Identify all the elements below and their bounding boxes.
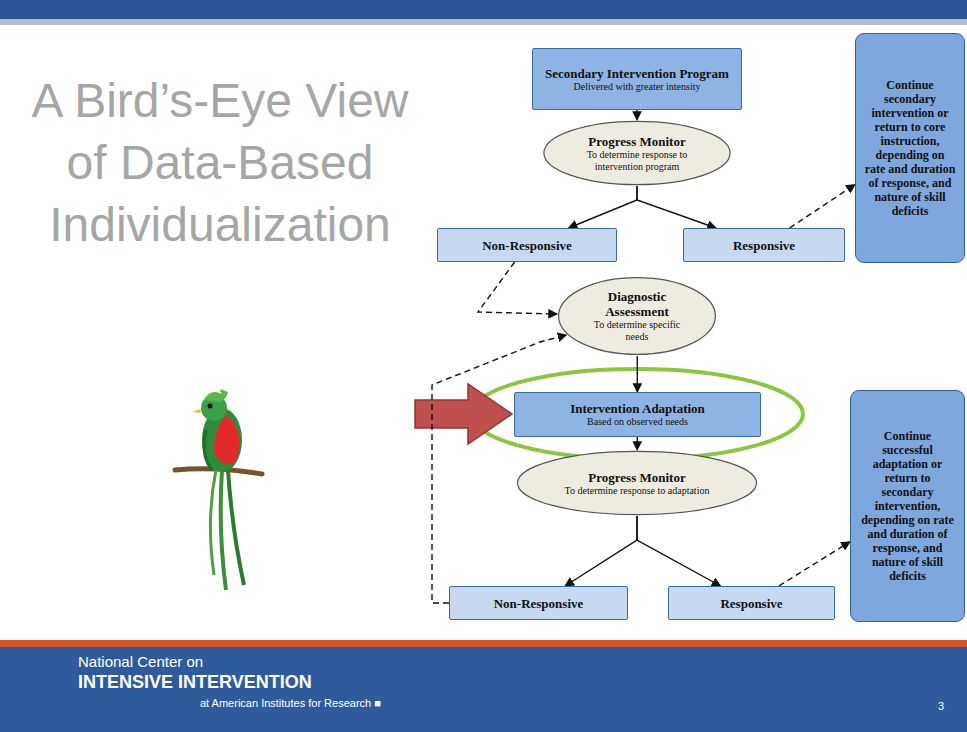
process-box: Secondary Intervention ProgramDelivered … xyxy=(532,48,742,110)
flow-connector xyxy=(565,516,637,586)
monitor-ellipse: Progress MonitorTo determine response to… xyxy=(542,120,732,186)
node-subtext: Delivered with greater intensity xyxy=(574,81,701,93)
flow-connector xyxy=(637,356,639,392)
footer-text: National Center on xyxy=(78,653,203,670)
node-heading: Non-Responsive xyxy=(482,238,572,253)
node-heading: Responsive xyxy=(720,596,782,611)
flow-connector xyxy=(636,110,637,120)
node-heading: Intervention Adaptation xyxy=(570,401,705,416)
monitor-ellipse: Progress MonitorTo determine response to… xyxy=(515,450,759,516)
node-heading: Responsive xyxy=(733,238,795,253)
node-heading: Secondary Intervention Program xyxy=(545,66,729,81)
node-subtext: To determine response to intervention pr… xyxy=(572,149,702,173)
callout-box: Continue secondary intervention or retur… xyxy=(855,33,965,263)
process-box: Intervention AdaptationBased on observed… xyxy=(514,392,761,437)
outcome-box: Non-Responsive xyxy=(449,586,628,620)
node-heading: Continue secondary intervention or retur… xyxy=(864,78,956,218)
slide-title: A Bird’s-Eye View of Data-Based Individu… xyxy=(30,70,410,256)
top-bar xyxy=(0,0,967,19)
quetzal-bird xyxy=(175,389,262,590)
footer-line xyxy=(0,640,967,647)
footer-org: INTENSIVE INTERVENTION xyxy=(78,672,312,693)
top-strip xyxy=(0,19,967,25)
flow-connector xyxy=(569,186,637,228)
red-arrow xyxy=(415,384,512,444)
flow-connector xyxy=(478,262,557,314)
outcome-box: Responsive xyxy=(683,228,845,262)
flow-connector xyxy=(637,186,716,228)
callout-box: Continue successful adaptation or return… xyxy=(850,390,965,622)
node-heading: Diagnostic Assessment xyxy=(585,289,689,319)
node-subtext: To determine specific needs xyxy=(585,319,689,343)
flow-connector xyxy=(637,437,638,450)
node-heading: Continue successful adaptation or return… xyxy=(859,429,956,583)
footer-text: at American Institutes for Research ■ xyxy=(200,697,381,709)
flow-connector xyxy=(779,542,850,586)
outcome-box: Responsive xyxy=(668,586,835,620)
node-heading: Progress Monitor xyxy=(588,470,685,485)
footer-band xyxy=(0,647,967,732)
node-subtext: Based on observed needs xyxy=(587,416,688,428)
node-heading: Progress Monitor xyxy=(588,134,685,149)
node-subtext: To determine response to adaptation xyxy=(565,485,710,497)
assessment-ellipse: Diagnostic AssessmentTo determine specif… xyxy=(557,276,717,356)
outcome-box: Non-Responsive xyxy=(437,228,617,262)
flow-connector xyxy=(637,516,721,586)
page-number: 3 xyxy=(938,700,944,712)
node-heading: Non-Responsive xyxy=(494,596,584,611)
flow-connector xyxy=(790,185,855,229)
